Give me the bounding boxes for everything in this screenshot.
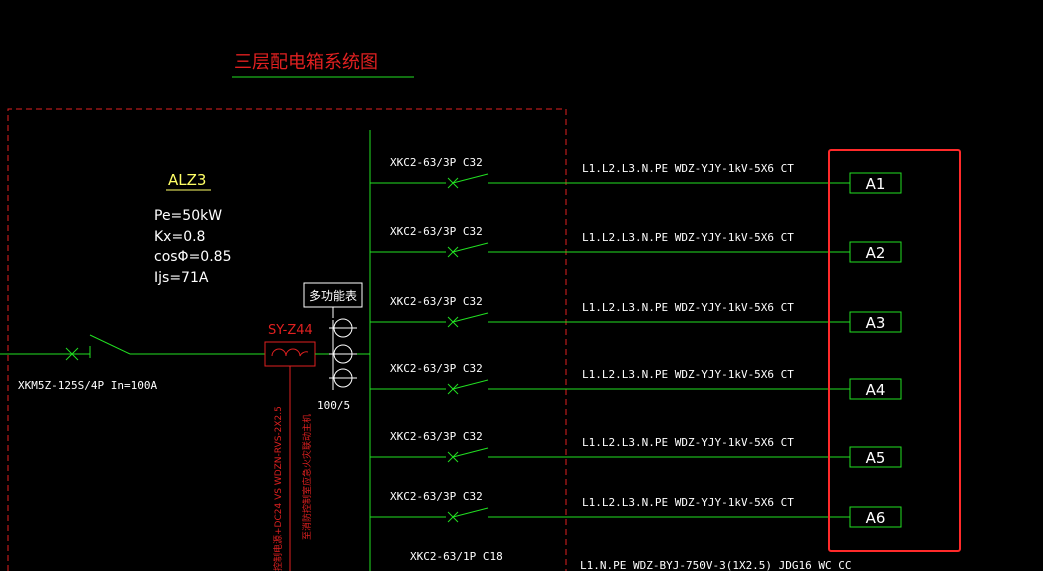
circuit-cable-label: L1.L2.L3.N.PE WDZ-YJY-1kV-5X6 CT (582, 162, 794, 175)
circuit-breaker-label: XKC2-63/3P C32 (390, 362, 483, 375)
breaker-switch-arm (452, 312, 489, 323)
main-breaker-label: XKM5Z-125S/4P In=100A (18, 379, 157, 392)
current-transformer-icon (329, 318, 357, 390)
last-circuit-cable: L1.N.PE WDZ-BYJ-750V-3(1X2.5) JDG16 WC C… (580, 559, 852, 571)
circuit-output-label: A6 (866, 509, 886, 527)
circuit-breaker-label: XKC2-63/3P C32 (390, 430, 483, 443)
circuit-output-box (849, 378, 902, 400)
main-breaker-symbol (65, 334, 131, 361)
circuit-output-label: A2 (866, 244, 886, 262)
circuit-output-label: A3 (866, 314, 886, 332)
circuit-output-box (849, 446, 902, 468)
circuit-breaker-label: XKC2-63/3P C32 (390, 295, 483, 308)
spd-label: SY-Z44 (268, 323, 313, 338)
circuit-breaker-label: XKC2-63/3P C32 (390, 490, 483, 503)
param-kx: Kx=0.8 (154, 229, 205, 245)
breaker-switch-arm (452, 173, 489, 184)
circuit-output-label: A5 (866, 449, 886, 467)
control-note-label: 至消防控制室应急火灾联动主机 (301, 414, 313, 540)
circuit-cable-label: L1.L2.L3.N.PE WDZ-YJY-1kV-5X6 CT (582, 496, 794, 509)
circuit-cable-label: L1.L2.L3.N.PE WDZ-YJY-1kV-5X6 CT (582, 301, 794, 314)
highlight-box (828, 149, 961, 552)
circuit-row: XKC2-63/3P C32 L1.L2.L3.N.PE WDZ-YJY-1kV-… (370, 156, 902, 194)
circuit-row: XKC2-63/3P C32 L1.L2.L3.N.PE WDZ-YJY-1kV-… (370, 362, 902, 400)
last-circuit-breaker: XKC2-63/1P C18 (410, 550, 503, 563)
breaker-switch-arm (452, 242, 489, 253)
circuit-cable-label: L1.L2.L3.N.PE WDZ-YJY-1kV-5X6 CT (582, 436, 794, 449)
meter-box-label: 多功能表 (309, 289, 357, 303)
control-cable-label: 控制电源+DC24 VS WDZN-RVS-2X2.5 (272, 406, 284, 571)
circuit-cable-label: L1.L2.L3.N.PE WDZ-YJY-1kV-5X6 CT (582, 231, 794, 244)
param-cos: cosΦ=0.85 (154, 249, 231, 265)
ct-ratio-label: 100/5 (317, 399, 350, 412)
param-pe: Pe=50kW (154, 208, 222, 224)
circuit-cable-label: L1.L2.L3.N.PE WDZ-YJY-1kV-5X6 CT (582, 368, 794, 381)
breaker-switch-arm (452, 507, 489, 518)
circuit-output-label: A4 (866, 381, 886, 399)
circuit-output-box (849, 172, 902, 194)
panel-boundary (7, 108, 567, 571)
circuit-row: XKC2-63/3P C32 L1.L2.L3.N.PE WDZ-YJY-1kV-… (370, 490, 902, 528)
diagram-title: 三层配电箱系统图 (234, 52, 378, 73)
circuit-output-label: A1 (866, 175, 886, 193)
circuit-row: XKC2-63/3P C32 L1.L2.L3.N.PE WDZ-YJY-1kV-… (370, 225, 902, 263)
circuit-output-box (849, 311, 902, 333)
panel-name: ALZ3 (168, 171, 206, 189)
circuit-row: XKC2-63/3P C32 L1.L2.L3.N.PE WDZ-YJY-1kV-… (370, 295, 902, 333)
breaker-switch-arm (452, 379, 489, 390)
param-ijs: Ijs=71A (154, 270, 209, 286)
circuit-row: XKC2-63/3P C32 L1.L2.L3.N.PE WDZ-YJY-1kV-… (370, 430, 902, 468)
circuit-output-box (849, 241, 902, 263)
breaker-switch-arm (452, 447, 489, 458)
circuit-output-box (849, 506, 902, 528)
circuit-breaker-label: XKC2-63/3P C32 (390, 156, 483, 169)
circuit-breaker-label: XKC2-63/3P C32 (390, 225, 483, 238)
spd-coil-icon (271, 348, 309, 357)
